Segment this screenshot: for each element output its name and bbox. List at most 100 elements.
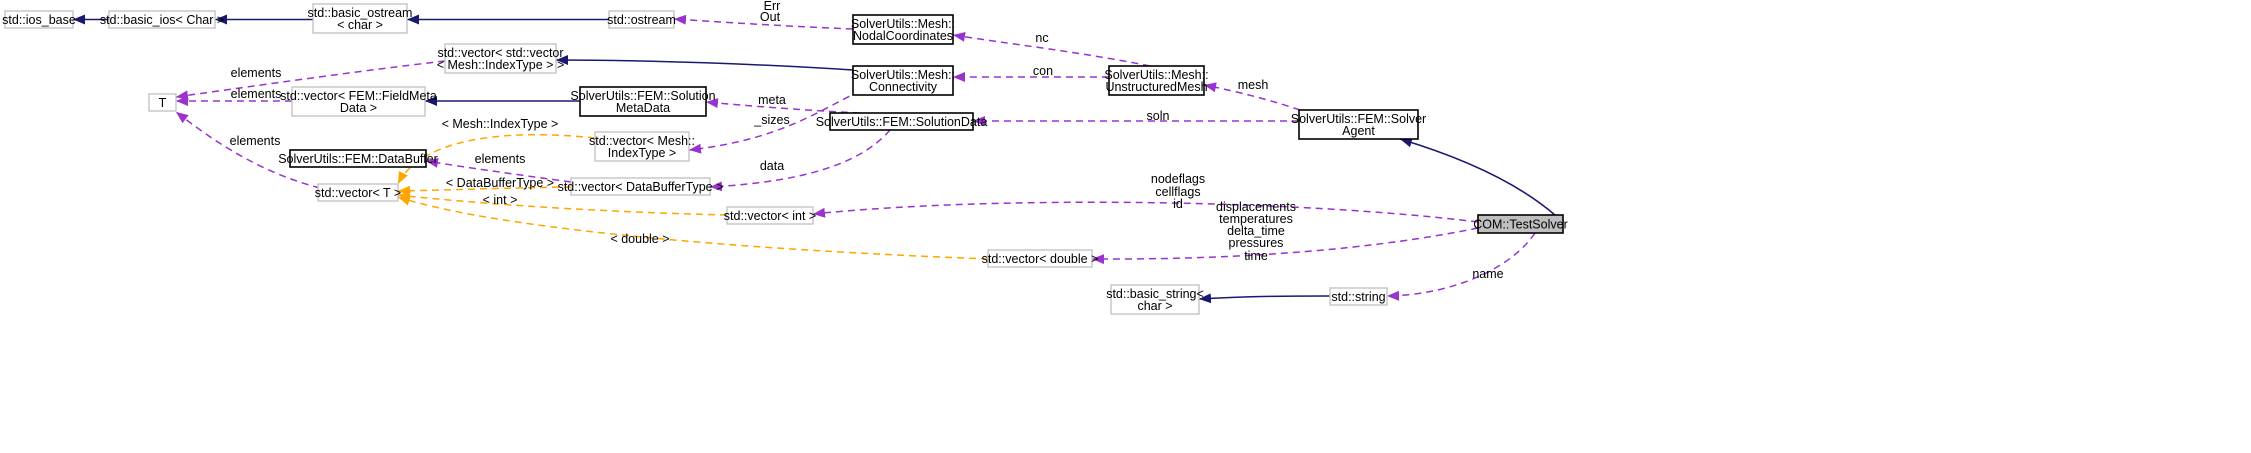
edge-label: con xyxy=(1033,64,1053,78)
class-node-vec-dbt[interactable]: std::vector< DataBufferType > xyxy=(558,177,724,196)
node-box xyxy=(1477,214,1564,234)
edge-vec_idx-to-vec_T: < Mesh::IndexType > xyxy=(397,117,596,185)
edge-soldata-to-solmeta: meta xyxy=(705,93,861,114)
class-node-T[interactable]: T xyxy=(148,93,177,112)
edge-label: soln xyxy=(1147,109,1170,123)
node-box xyxy=(829,112,974,131)
edge-agent-to-umesh: mesh xyxy=(1203,78,1301,111)
node-label: std::vector< Mesh:: xyxy=(589,134,695,148)
node-label: Data > xyxy=(340,101,377,115)
node-label: SolverUtils::FEM::Solver xyxy=(1291,112,1426,126)
class-node-connectivity[interactable]: SolverUtils::Mesh::Connectivity xyxy=(851,65,955,96)
node-box xyxy=(594,131,690,162)
node-box xyxy=(1110,284,1200,315)
node-box xyxy=(1108,65,1205,96)
node-label: std::string xyxy=(1331,290,1385,304)
node-label: std::ostream xyxy=(607,13,676,27)
node-box xyxy=(852,14,954,45)
class-node-umesh[interactable]: SolverUtils::Mesh::UnstructuredMesh xyxy=(1104,65,1209,96)
edge-line xyxy=(175,111,321,189)
edge-line xyxy=(397,134,596,185)
edge-line xyxy=(952,31,1151,67)
edge-line xyxy=(673,14,854,30)
edge-line xyxy=(175,60,446,101)
edge-line xyxy=(1399,137,1556,216)
edge-label: data xyxy=(760,159,784,173)
edge-label: mesh xyxy=(1238,78,1269,92)
edge-vec_int-to-vec_T: < int > xyxy=(397,191,728,216)
class-node-databuffer[interactable]: SolverUtils::FEM::DataBuffer xyxy=(278,149,438,168)
edge-vec_T-to-T: elements xyxy=(175,111,321,189)
edge-testsolver-to-string: name xyxy=(1386,232,1536,301)
edge-line xyxy=(1203,82,1301,111)
node-box xyxy=(608,10,675,29)
edge-connectivity-to-vec_vec_idx xyxy=(555,55,854,71)
node-box xyxy=(579,86,707,117)
node-label: Agent xyxy=(1342,124,1375,138)
edge-label: < double > xyxy=(610,232,669,246)
edge-label: pressures xyxy=(1229,236,1284,250)
node-label: std::vector< std::vector xyxy=(437,46,563,60)
edge-label: < int > xyxy=(483,193,518,207)
edge-vec_dbt-to-databuffer: elements xyxy=(425,152,572,183)
edge-line xyxy=(425,157,572,183)
edge-label: nodeflags xyxy=(1151,172,1205,186)
node-label: IndexType > xyxy=(608,146,676,160)
node-label: std::vector< double > xyxy=(982,252,1099,266)
class-node-vec-double[interactable]: std::vector< double > xyxy=(982,249,1099,268)
edge-line xyxy=(397,195,989,260)
node-label: std::basic_ostream xyxy=(308,6,413,20)
class-node-vec-int[interactable]: std::vector< int > xyxy=(724,206,816,225)
class-node-ios-base[interactable]: std::ios_base xyxy=(2,10,76,29)
edge-line xyxy=(688,90,861,154)
edge-label: < DataBufferType > xyxy=(446,176,554,190)
edges-layer: ncErrOutconelementselementsmeshmetasoln_… xyxy=(73,0,1556,304)
class-node-vec-idx[interactable]: std::vector< Mesh::IndexType > xyxy=(589,131,695,162)
class-node-string[interactable]: std::string xyxy=(1329,287,1388,306)
edge-umesh-to-nodal: nc xyxy=(952,31,1151,67)
edge-line xyxy=(1198,293,1331,304)
node-label: < Mesh::IndexType > > xyxy=(437,58,565,72)
node-box xyxy=(570,177,711,196)
node-label: UnstructuredMesh xyxy=(1105,80,1207,94)
node-label: Connectivity xyxy=(869,80,938,94)
class-node-soldata[interactable]: SolverUtils::FEM::SolutionData xyxy=(816,112,988,131)
class-node-testsolver[interactable]: COM::TestSolver xyxy=(1473,214,1568,234)
node-box xyxy=(108,10,216,29)
edge-vec_dbt-to-vec_T: < DataBufferType > xyxy=(397,176,572,196)
class-node-vec-T[interactable]: std::vector< T > xyxy=(315,183,401,202)
edge-label: cellflags xyxy=(1155,185,1200,199)
edge-vec_vec_idx-to-T: elements xyxy=(175,60,446,101)
node-label: MetaData xyxy=(616,101,670,115)
class-node-basic-ostream[interactable]: std::basic_ostream< char > xyxy=(308,3,413,34)
edge-line xyxy=(397,191,728,216)
node-box xyxy=(852,65,954,96)
class-node-nodal[interactable]: SolverUtils::Mesh::NodalCoordinates xyxy=(851,14,955,45)
node-label: SolverUtils::FEM::SolutionData xyxy=(816,115,988,129)
node-label: std::vector< DataBufferType > xyxy=(558,180,724,194)
edge-label: displacements xyxy=(1216,200,1296,214)
node-label: std::vector< T > xyxy=(315,186,401,200)
edge-agent-to-soldata: soln xyxy=(973,109,1299,126)
node-label: COM::TestSolver xyxy=(1473,218,1567,232)
node-label: SolverUtils::Mesh:: xyxy=(851,17,955,31)
edge-line xyxy=(1386,232,1536,301)
edge-label: name xyxy=(1472,267,1503,281)
node-label: T xyxy=(159,96,167,110)
edge-label: Err xyxy=(764,0,781,13)
class-node-basic-ios[interactable]: std::basic_ios< Char > xyxy=(100,10,224,29)
class-node-basic-string[interactable]: std::basic_string<char > xyxy=(1106,284,1204,315)
node-label: std::ios_base xyxy=(2,13,76,27)
node-label: std::vector< FEM::FieldMeta xyxy=(280,89,437,103)
class-node-vec-vec-idx[interactable]: std::vector< std::vector< Mesh::IndexTyp… xyxy=(437,43,565,74)
class-node-ostream[interactable]: std::ostream xyxy=(607,10,676,29)
edge-label: time xyxy=(1244,249,1268,263)
node-box xyxy=(1298,109,1419,140)
node-label: SolverUtils::Mesh:: xyxy=(1104,68,1208,82)
